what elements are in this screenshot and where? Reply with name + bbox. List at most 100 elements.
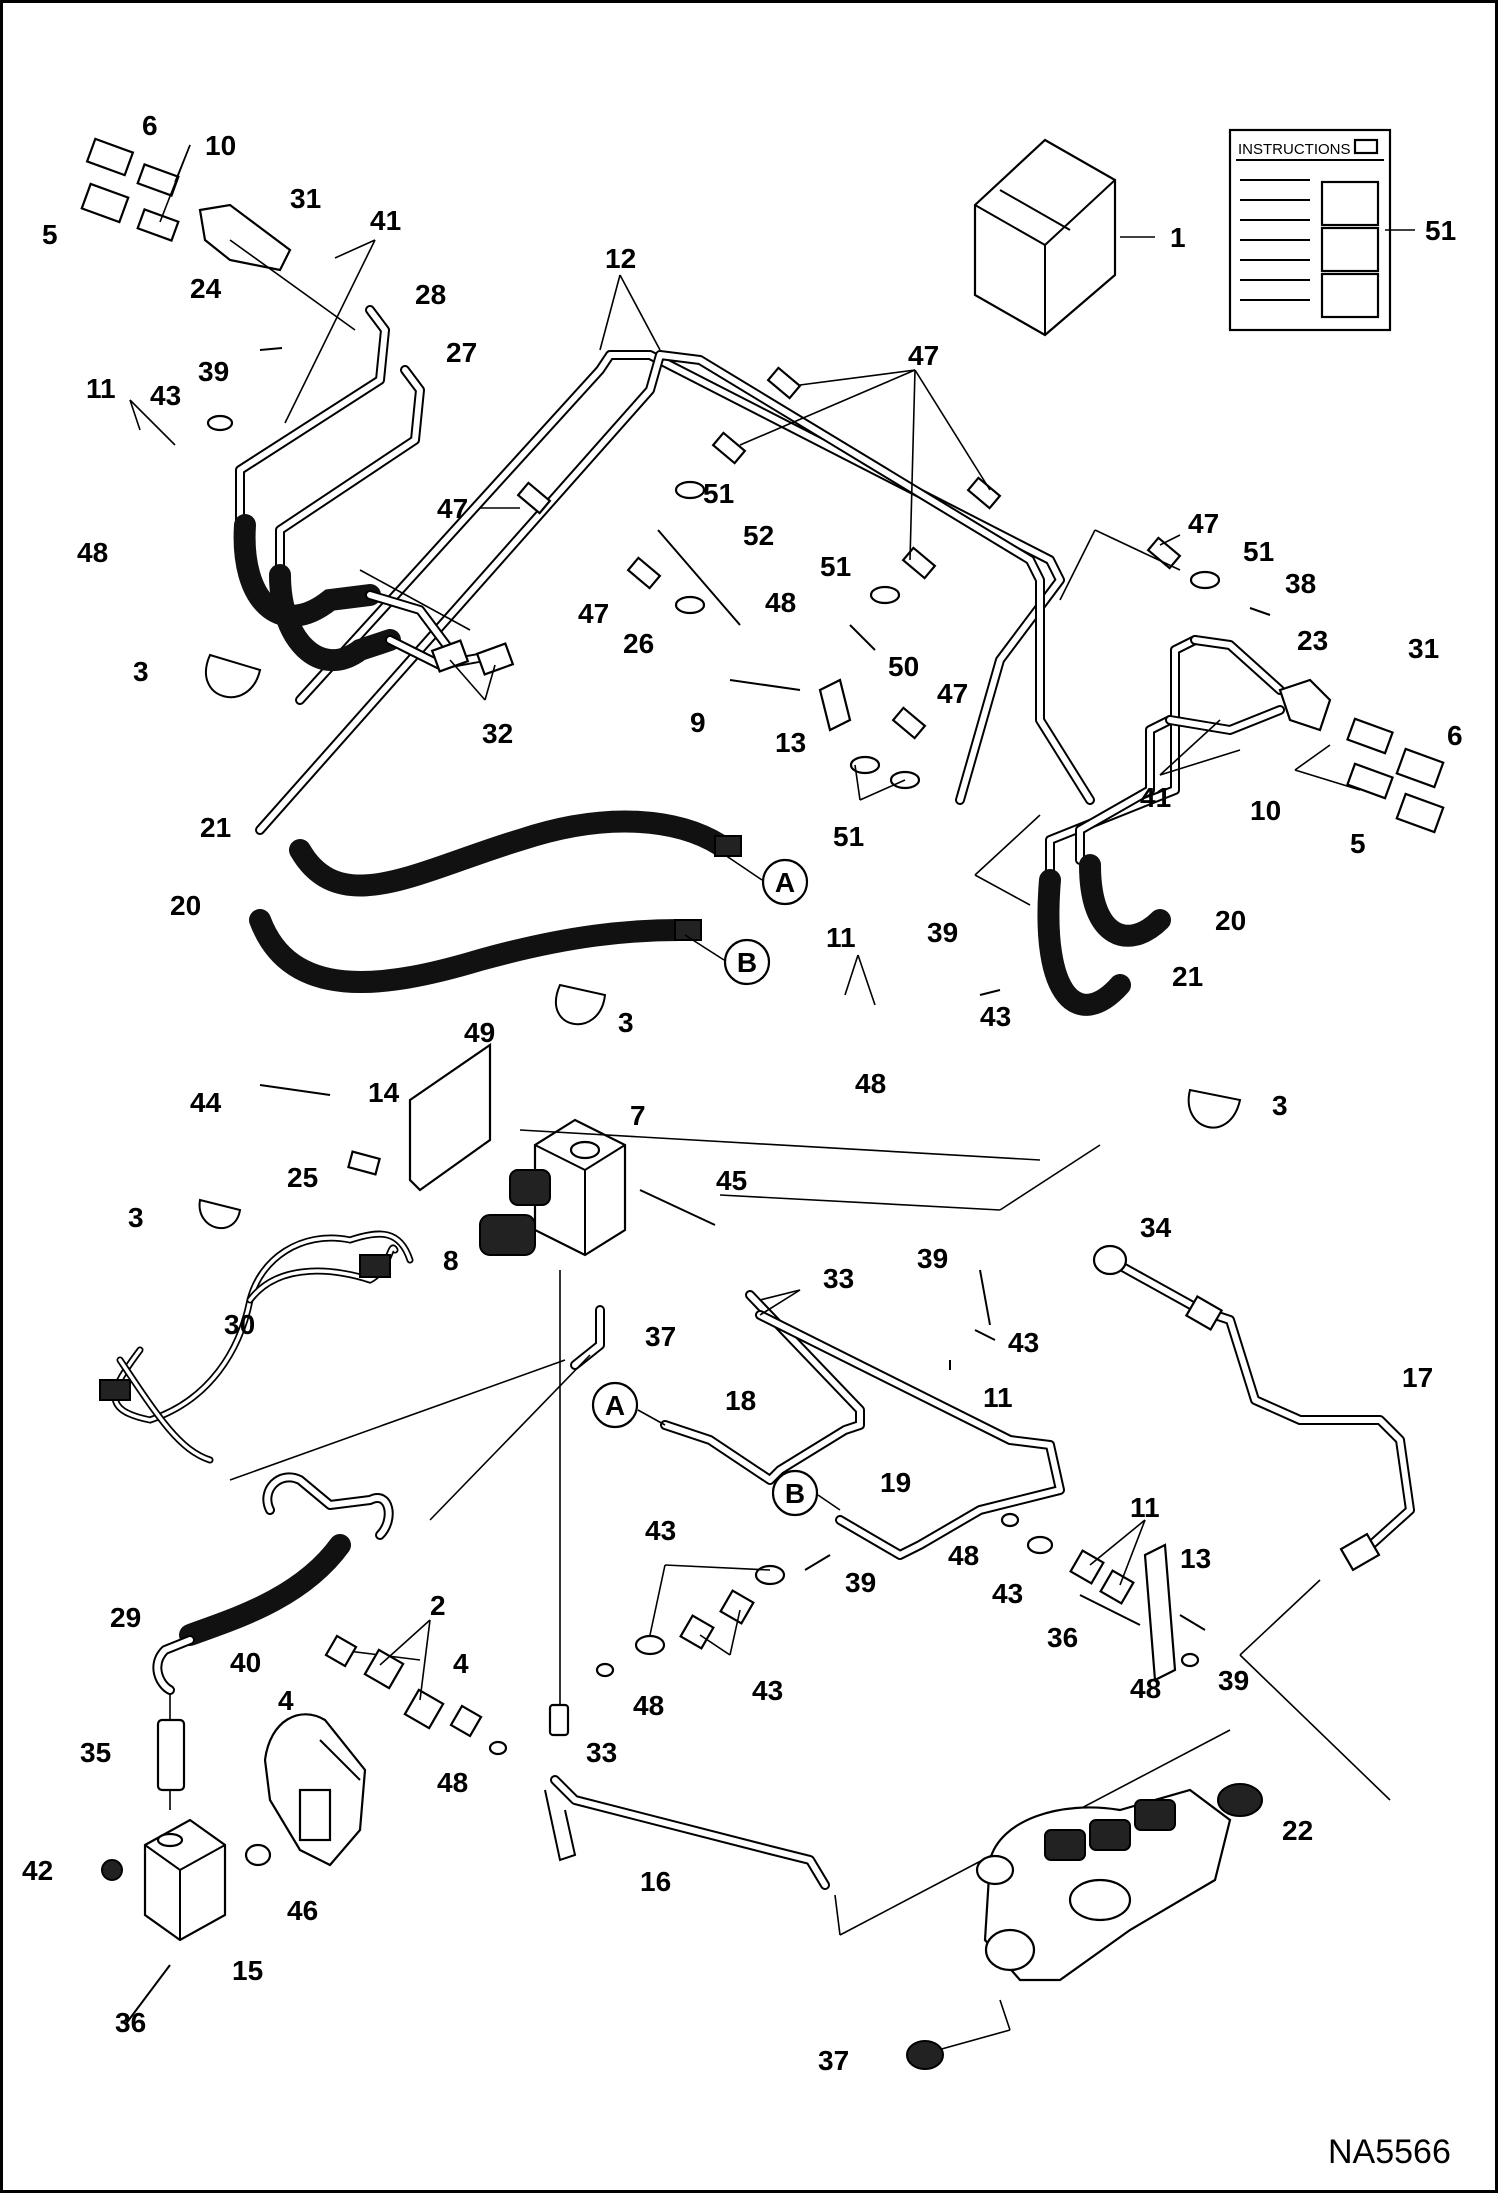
- lower-mid-clamps: [595, 1269, 1206, 1678]
- part-label-6b: 6: [1447, 720, 1463, 751]
- part-label-51d: 51: [833, 821, 864, 852]
- part-label-51b: 51: [703, 478, 734, 509]
- instructions-sheet: INSTRUCTIONS: [1228, 128, 1392, 332]
- part-label-48c: 48: [855, 1068, 886, 1099]
- part-label-48d: 48: [948, 1540, 979, 1571]
- right-tubes-and-hoses: [1037, 635, 1285, 1016]
- part-label-3a: 3: [133, 656, 149, 687]
- part-label-25: 25: [287, 1162, 318, 1193]
- callout-a-upper: A: [775, 867, 795, 898]
- part-label-3b: 3: [618, 1007, 634, 1038]
- part-label-51c: 51: [820, 551, 851, 582]
- callout-b-lower: B: [785, 1478, 805, 1509]
- callout-b-upper: B: [737, 947, 757, 978]
- part-label-27: 27: [446, 337, 477, 368]
- part-label-48g: 48: [1130, 1673, 1161, 1704]
- tube-17: [1092, 1244, 1415, 1572]
- part-label-37a: 37: [645, 1321, 676, 1352]
- box-part: [973, 138, 1117, 337]
- part-label-20b: 20: [1215, 905, 1246, 936]
- part-label-22: 22: [1282, 1815, 1313, 1846]
- part-label-4b: 4: [453, 1648, 469, 1679]
- part-label-39d: 39: [845, 1567, 876, 1598]
- part-label-1: 1: [1170, 222, 1186, 253]
- part-label-45: 45: [716, 1165, 747, 1196]
- part-label-14: 14: [368, 1077, 400, 1108]
- part-label-48b: 48: [765, 587, 796, 618]
- part-label-10a: 10: [205, 130, 236, 161]
- right-bracket: [1278, 678, 1445, 834]
- part-label-41b: 41: [1140, 782, 1171, 813]
- part-label-26: 26: [623, 628, 654, 659]
- part-label-41a: 41: [370, 205, 401, 236]
- upper-tube-assembly: [255, 350, 1095, 835]
- part-label-15: 15: [232, 1955, 263, 1986]
- part-label-43d: 43: [645, 1515, 676, 1546]
- part-label-47d: 47: [937, 678, 968, 709]
- part-label-48f: 48: [437, 1767, 468, 1798]
- part-label-9: 9: [690, 707, 706, 738]
- part-label-2: 2: [430, 1590, 446, 1621]
- clamp-parts: [206, 366, 1221, 790]
- part-label-36b: 36: [1047, 1622, 1078, 1653]
- part-label-51e: 51: [1243, 536, 1274, 567]
- part-label-39e: 39: [1218, 1665, 1249, 1696]
- part-label-11b: 11: [826, 922, 856, 953]
- part-label-34: 34: [1140, 1212, 1172, 1243]
- part-label-33a: 33: [823, 1263, 854, 1294]
- part-label-16: 16: [640, 1866, 671, 1897]
- motor-housing: [263, 1713, 367, 1867]
- part-label-21a: 21: [200, 812, 231, 843]
- part-label-52: 52: [743, 520, 774, 551]
- part-label-29: 29: [110, 1602, 141, 1633]
- tee-fittings: [430, 639, 515, 676]
- part-label-3d: 3: [128, 1202, 144, 1233]
- part-label-47b: 47: [437, 493, 468, 524]
- part-label-35: 35: [80, 1737, 111, 1768]
- part-label-43f: 43: [992, 1578, 1023, 1609]
- part-label-19: 19: [880, 1467, 911, 1498]
- instructions-heading: INSTRUCTIONS: [1238, 141, 1351, 158]
- part-label-47c: 47: [578, 598, 609, 629]
- part-label-31a: 31: [290, 183, 321, 214]
- part-label-40: 40: [230, 1647, 261, 1678]
- part-labels: 1 2 3 3 3 3 4 4 5 5 6 6 7 8 9 10 10 11 1…: [22, 110, 1463, 2076]
- bolts: [259, 347, 1271, 996]
- part-label-13b: 13: [1180, 1543, 1211, 1574]
- tube-16: [544, 1703, 841, 1936]
- part-label-5a: 5: [42, 219, 58, 250]
- tubes-18-19: [660, 1290, 1065, 1560]
- part-label-20a: 20: [170, 890, 201, 921]
- part-label-3c: 3: [1272, 1090, 1288, 1121]
- part-label-11a: 11: [86, 373, 116, 404]
- mount-bracket-13: [818, 678, 1177, 1682]
- part-label-4a: 4: [278, 1685, 294, 1716]
- valve-block: [259, 1042, 716, 1257]
- part-label-7: 7: [630, 1100, 646, 1131]
- part-label-24: 24: [190, 273, 222, 304]
- part-label-28: 28: [415, 279, 446, 310]
- part-label-6a: 6: [142, 110, 158, 141]
- loop-clamps: [198, 653, 1242, 1229]
- part-label-42: 42: [22, 1855, 53, 1886]
- part-label-44: 44: [190, 1087, 222, 1118]
- part-label-46: 46: [287, 1895, 318, 1926]
- part-label-31b: 31: [1408, 633, 1439, 664]
- callout-a-lower: A: [605, 1390, 625, 1421]
- part-label-38: 38: [1285, 568, 1316, 599]
- part-label-10b: 10: [1250, 795, 1281, 826]
- part-label-49: 49: [464, 1017, 495, 1048]
- part-label-11c: 11: [983, 1382, 1013, 1413]
- part-label-12: 12: [605, 243, 636, 274]
- part-label-18: 18: [725, 1385, 756, 1416]
- part-label-13a: 13: [775, 727, 806, 758]
- part-label-23: 23: [1297, 625, 1328, 656]
- part-label-47e: 47: [1188, 508, 1219, 539]
- part-label-5b: 5: [1350, 828, 1366, 859]
- part-label-48a: 48: [77, 537, 108, 568]
- part-label-47a: 47: [908, 340, 939, 371]
- left-long-hoses: [249, 810, 742, 993]
- part-label-48e: 48: [633, 1690, 664, 1721]
